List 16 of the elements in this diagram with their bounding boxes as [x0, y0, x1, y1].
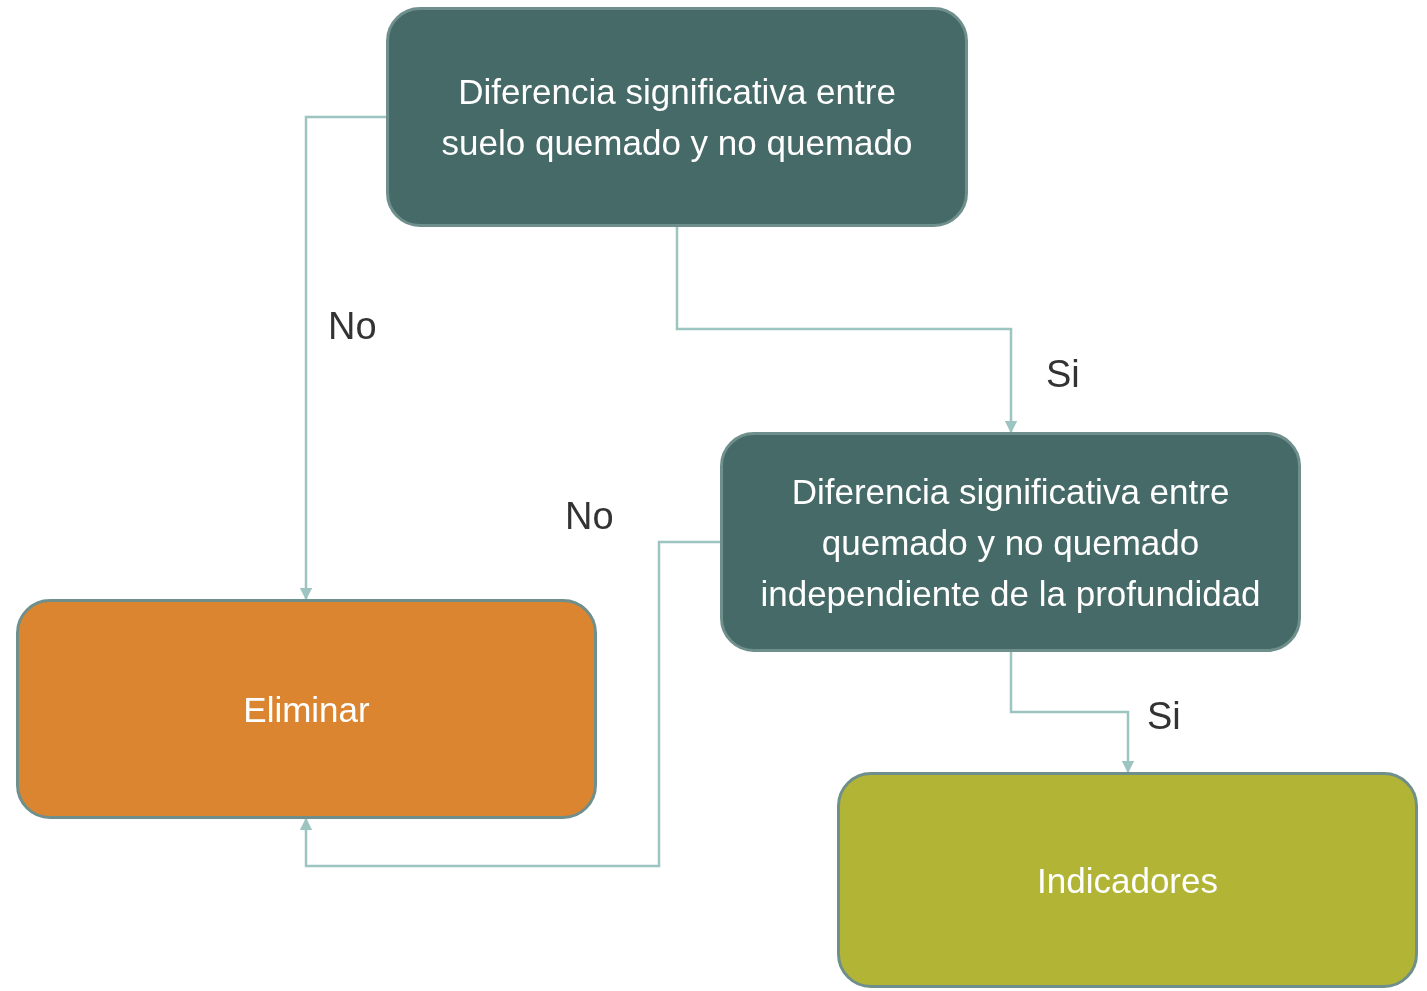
edge-label: No	[328, 304, 377, 348]
decision-box	[720, 432, 1301, 652]
node-text: Indicadores	[1037, 859, 1218, 902]
arrow	[1009, 652, 1135, 774]
arrow	[675, 227, 1018, 434]
arrow	[299, 540, 720, 868]
node-text: Eliminar	[243, 688, 370, 731]
arrow	[299, 115, 386, 601]
result-box	[16, 599, 597, 819]
edge-label: No	[565, 494, 614, 538]
result-box	[837, 772, 1418, 988]
decision-box	[386, 7, 968, 227]
node-text: Diferencia significativa entre suelo quemado y no quemado	[440, 71, 914, 164]
edge-label: Si	[1147, 694, 1181, 738]
node-text: Diferencia significativa entre quemado y no quemado independiente de la profundidad	[759, 470, 1262, 615]
edge-label: Si	[1046, 352, 1080, 396]
